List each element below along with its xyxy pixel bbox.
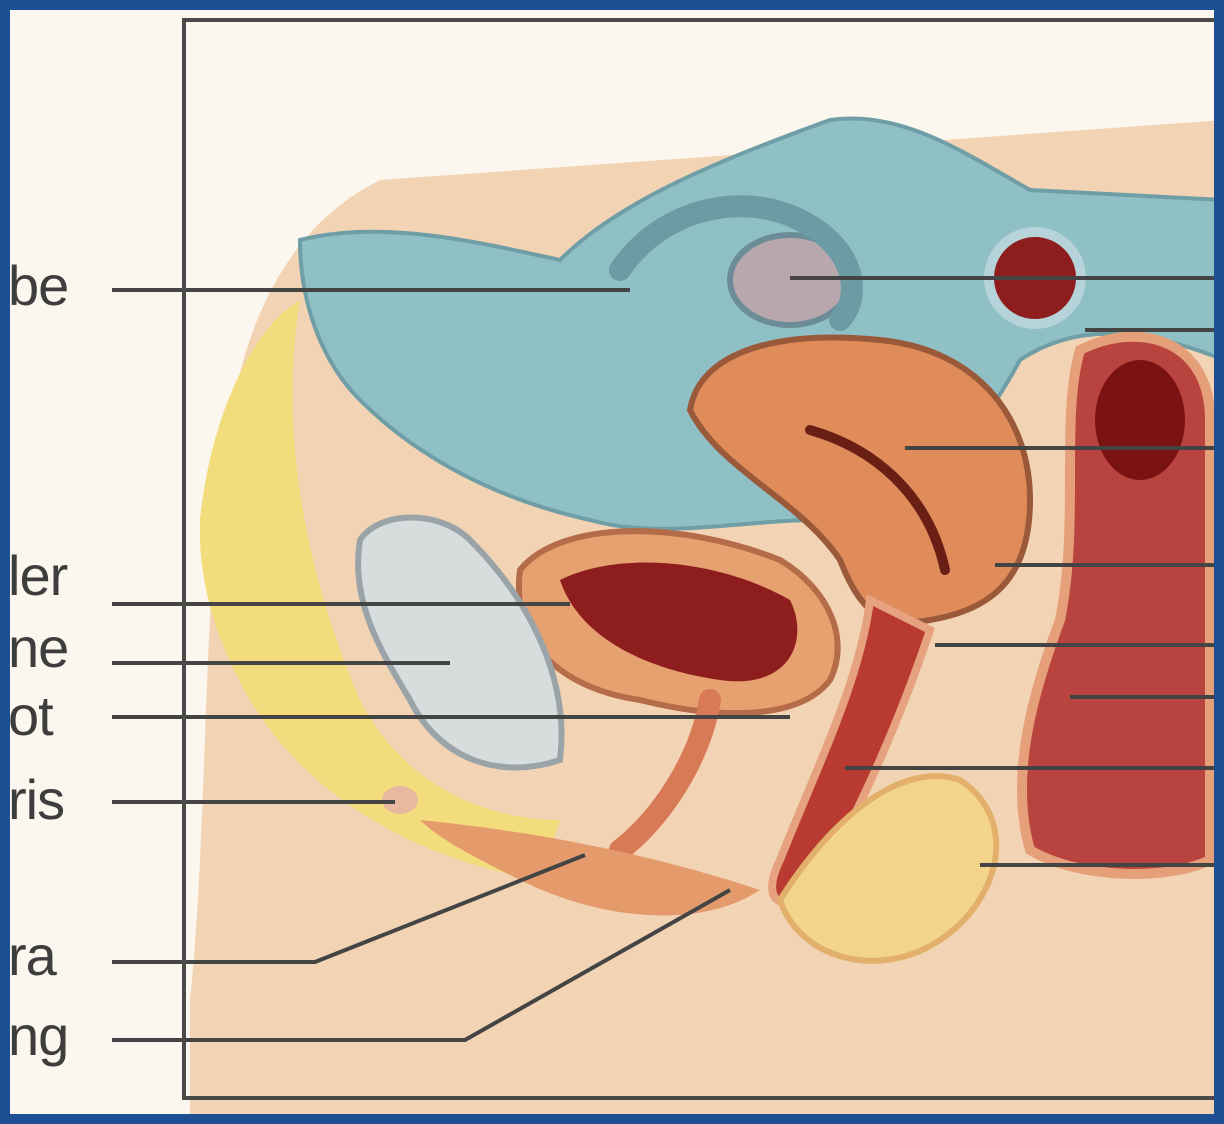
label-tube: be (8, 258, 68, 314)
label-vaginal-opening: ng (8, 1008, 68, 1064)
label-urethral-opening: ra (8, 928, 56, 984)
label-urethra-root: ot (8, 688, 53, 744)
label-clitoris: ris (8, 772, 64, 828)
label-bladder: ler (8, 548, 67, 604)
label-pubic-bone: ne (8, 620, 68, 676)
rectum-lumen (1095, 360, 1185, 480)
